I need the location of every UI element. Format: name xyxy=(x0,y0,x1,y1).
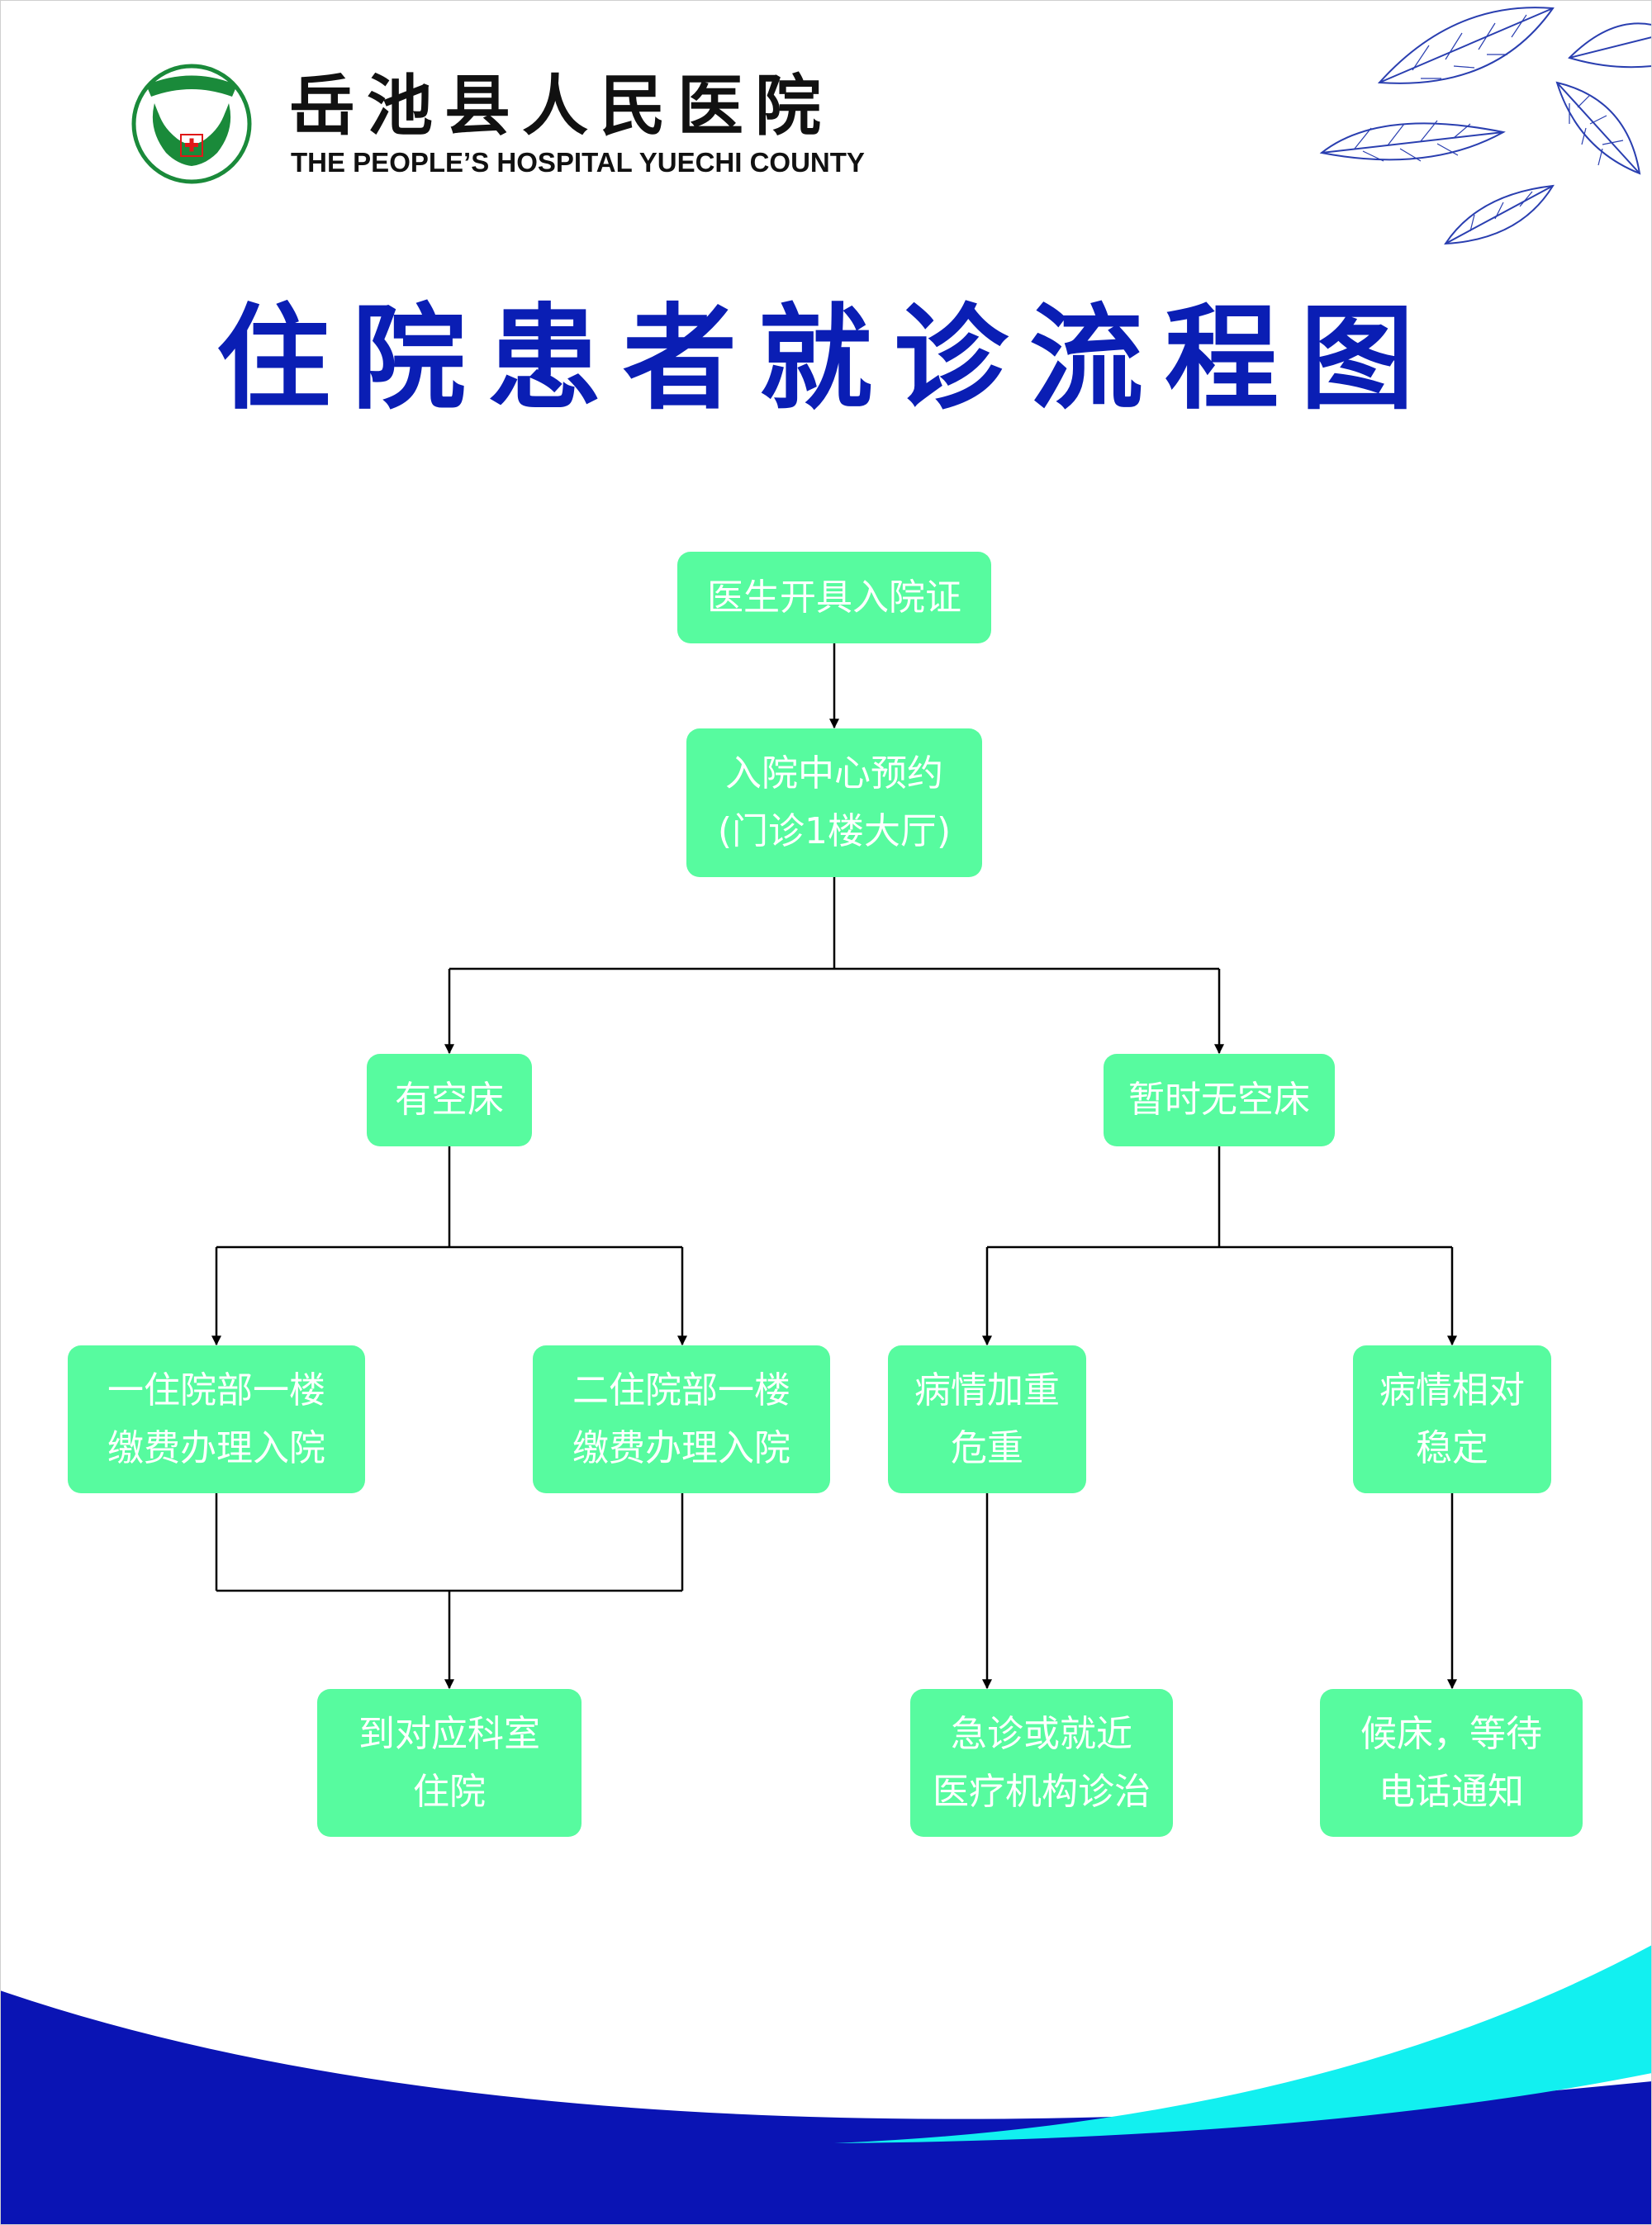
node-bed-available: 有空床 xyxy=(367,1054,532,1146)
node-label: 病情加重 危重 xyxy=(914,1369,1060,1469)
node-dept1-payment: 一住院部一楼 缴费办理入院 xyxy=(68,1345,365,1493)
node-label: 二住院部一楼 缴费办理入院 xyxy=(572,1369,790,1469)
node-label: 有空床 xyxy=(395,1079,504,1121)
node-admission-certificate: 医生开具入院证 xyxy=(677,552,991,643)
node-no-bed: 暂时无空床 xyxy=(1104,1054,1335,1146)
node-emergency: 急诊或就近 医疗机构诊治 xyxy=(910,1689,1173,1837)
node-condition-worse: 病情加重 危重 xyxy=(888,1345,1086,1493)
node-label: 暂时无空床 xyxy=(1128,1079,1310,1121)
node-label: 病情相对 稳定 xyxy=(1379,1369,1525,1469)
node-label: 到对应科室 住院 xyxy=(358,1712,540,1813)
node-label: 医生开具入院证 xyxy=(707,576,961,619)
node-go-to-ward: 到对应科室 住院 xyxy=(317,1689,582,1837)
node-condition-stable: 病情相对 稳定 xyxy=(1353,1345,1551,1493)
node-label: 入院中心预约 (门诊1楼大厅) xyxy=(717,752,952,852)
footer-wave-decoration xyxy=(0,1945,1652,2225)
decorative-leaves xyxy=(1319,7,1652,245)
node-label: 急诊或就近 医疗机构诊治 xyxy=(933,1712,1151,1813)
node-label: 一住院部一楼 缴费办理入院 xyxy=(107,1369,325,1469)
hospital-name-chinese: 岳池县人民医院 xyxy=(289,67,833,145)
node-label: 候床，等待 电话通知 xyxy=(1360,1712,1542,1813)
page-title: 住院患者就诊流程图 xyxy=(216,292,1436,425)
node-dept2-payment: 二住院部一楼 缴费办理入院 xyxy=(533,1345,830,1493)
hospital-logo xyxy=(131,64,252,184)
hospital-name-english: THE PEOPLE’S HOSPITAL YUECHI COUNTY xyxy=(291,147,865,178)
node-reservation: 入院中心预约 (门诊1楼大厅) xyxy=(686,728,982,877)
node-wait-bed: 候床，等待 电话通知 xyxy=(1320,1689,1583,1837)
